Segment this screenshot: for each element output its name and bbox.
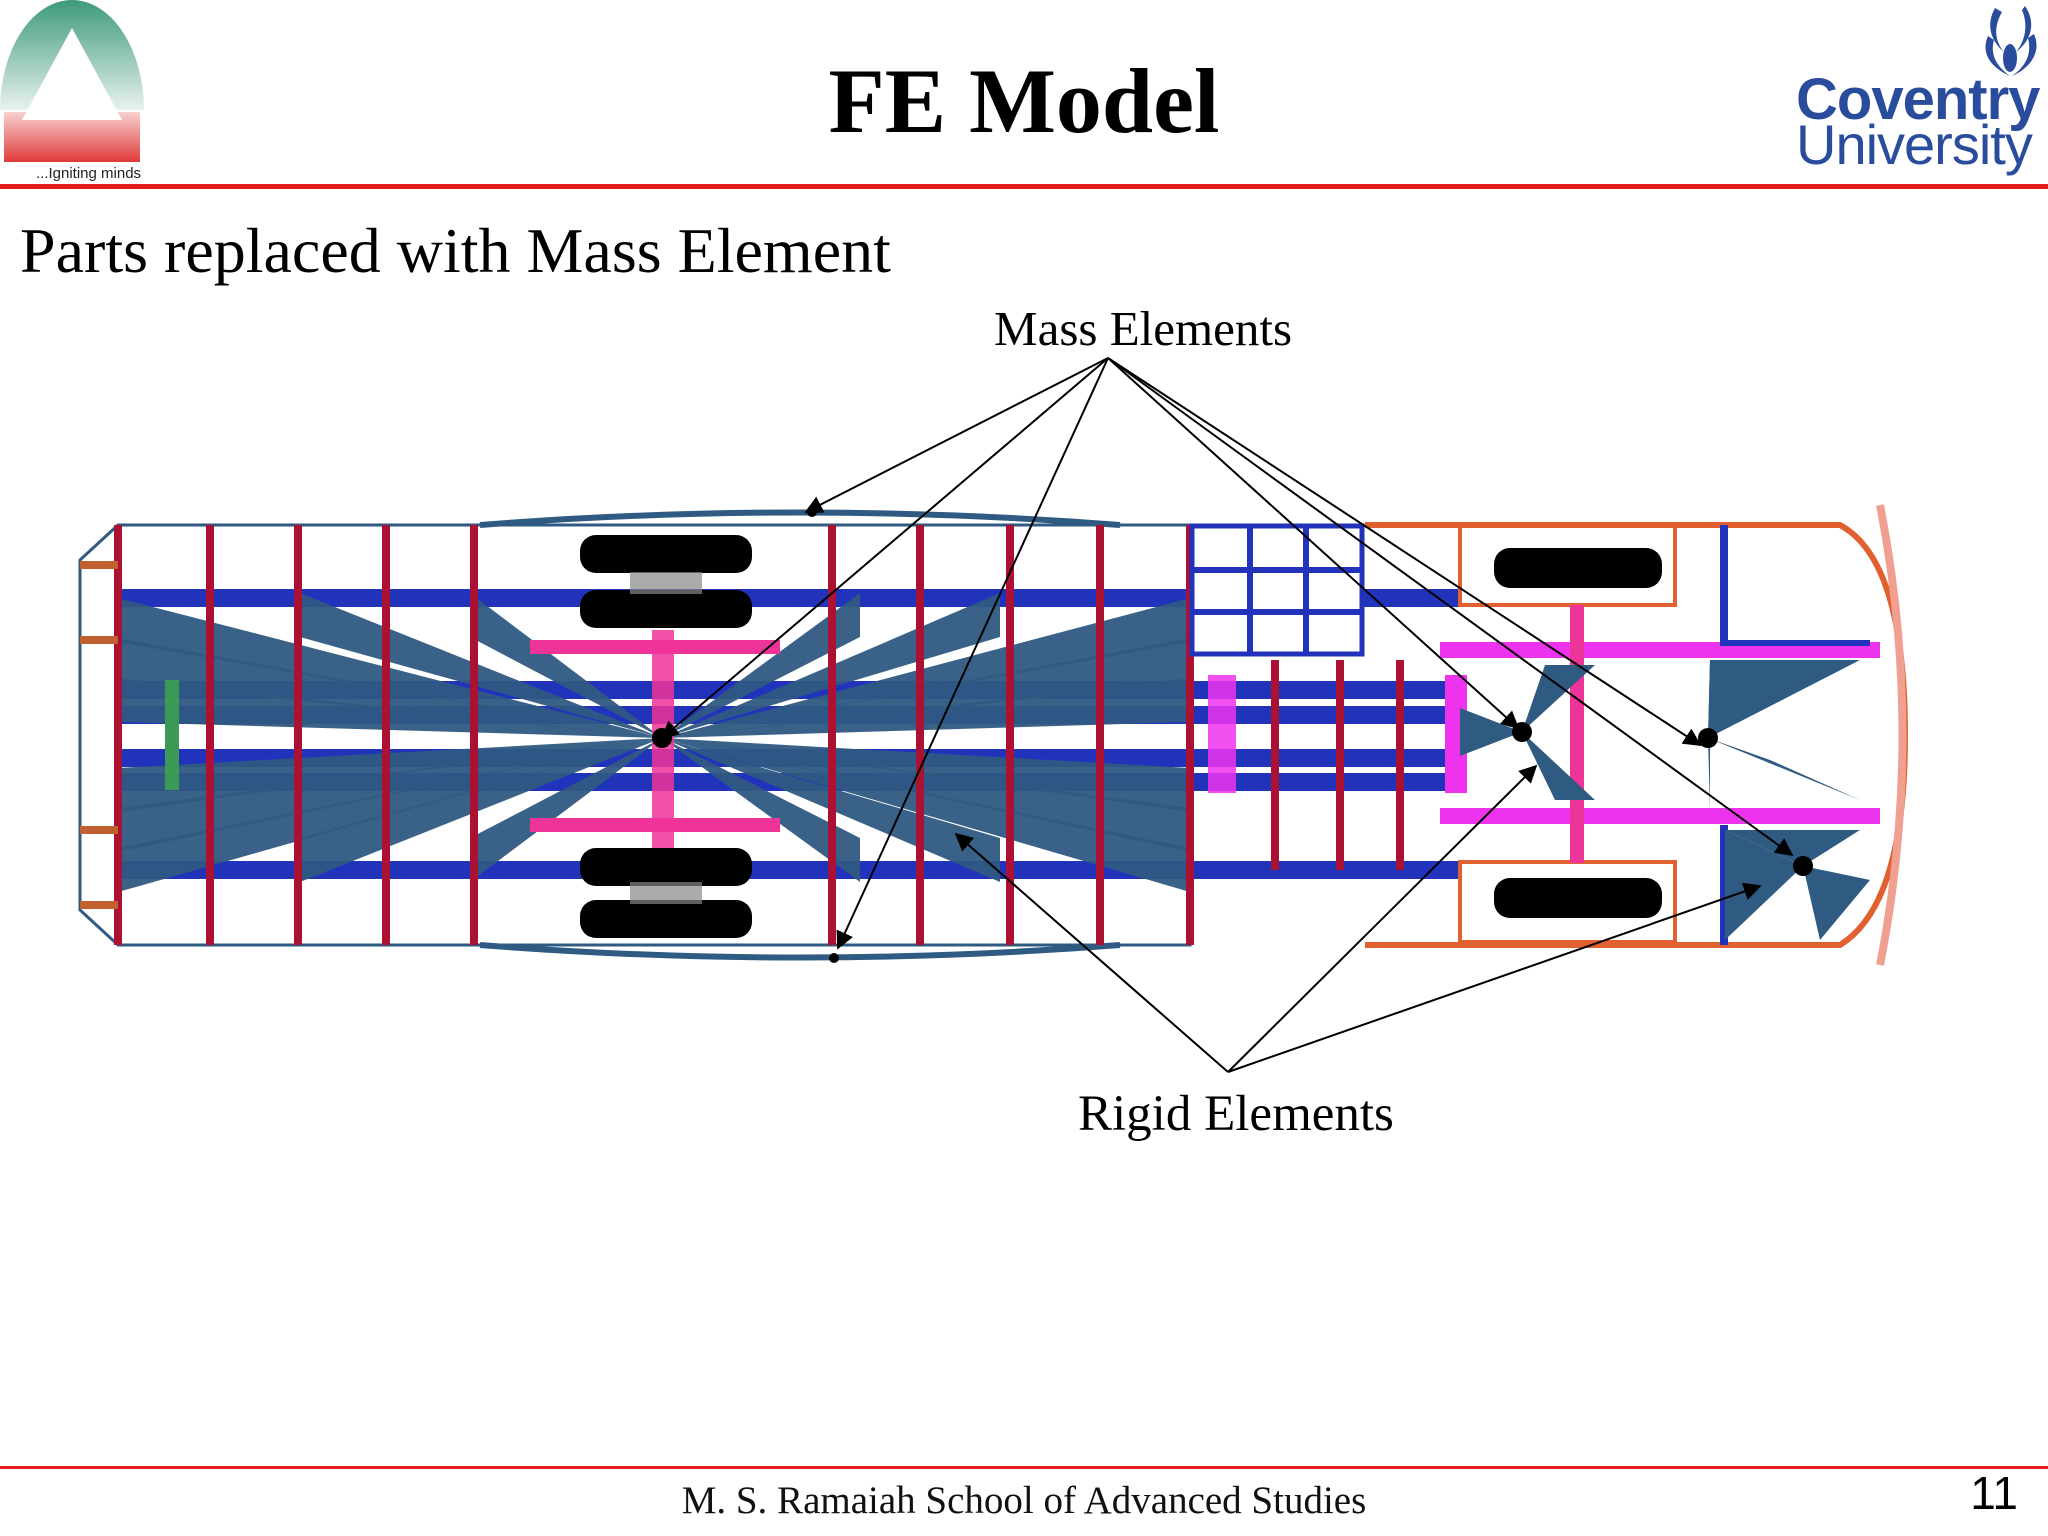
front-axle-link <box>1570 605 1584 863</box>
crossmember <box>470 525 478 945</box>
crossmember <box>1396 660 1404 870</box>
institute-tagline: ...Igniting minds <box>36 165 142 182</box>
wheel-hub <box>630 572 702 594</box>
rigid-element-spider <box>1708 660 1860 738</box>
magenta-bracket <box>1445 675 1467 793</box>
crossmember <box>828 525 836 945</box>
tyre <box>580 900 752 938</box>
front-tyre <box>1494 548 1662 588</box>
crossmember <box>206 525 214 945</box>
battery-frame-bar <box>1192 567 1362 573</box>
mass-callout-arrow <box>804 357 1109 513</box>
tyre <box>580 590 752 628</box>
page-number: 11 <box>1970 1467 2018 1519</box>
side-skirt-bottom <box>479 942 1121 961</box>
rigid-element-spider <box>470 738 662 882</box>
front-vertical <box>1720 825 1728 945</box>
crossmember <box>382 525 390 945</box>
battery-frame-bar <box>1192 609 1362 615</box>
front-vertical <box>1720 525 1728 640</box>
mass-callout-arrow <box>1107 357 1794 857</box>
rigid-element-spider <box>1460 708 1522 756</box>
side-skirt-top <box>479 509 1121 528</box>
header-rule <box>0 184 2048 189</box>
mass-element-node <box>1698 728 1718 748</box>
footer-rule <box>0 1466 2048 1469</box>
mass-element-node <box>829 953 839 963</box>
longitudinal-member <box>118 589 1458 607</box>
mass-callout-arrow <box>660 357 1109 740</box>
mass-callout-arrow <box>836 357 1109 950</box>
magenta-bracket <box>1208 675 1236 793</box>
rigid-element-spider <box>662 638 1190 738</box>
battery-frame <box>1189 523 1365 657</box>
rigid-callout-arrow <box>1227 882 1762 1073</box>
coventry-phoenix-logo <box>1985 6 2037 76</box>
wheel-housing <box>1458 523 1677 607</box>
rigid-callout-arrow <box>954 832 1229 1073</box>
end-stub <box>80 561 118 569</box>
rigid-element-spider <box>662 678 1190 738</box>
green-bracket <box>165 680 179 790</box>
wheel-hub <box>630 882 702 904</box>
end-stub <box>80 636 118 644</box>
mass-callout-arrow <box>1107 357 1702 746</box>
crossmember <box>294 525 302 945</box>
end-stub <box>80 901 118 909</box>
front-member <box>1440 808 1880 824</box>
tyre <box>580 535 752 573</box>
crossmember <box>114 525 122 945</box>
crossmember <box>1006 525 1014 945</box>
coventry-wordmark: Coventry <box>1796 67 2040 132</box>
rigid-element-spider <box>662 593 860 738</box>
battery-frame-bar <box>1303 526 1309 654</box>
crossmember <box>1336 660 1344 870</box>
crossmember <box>1096 525 1104 945</box>
front-tyre <box>1494 878 1662 918</box>
rigid-elements-label: Rigid Elements <box>1078 1086 1394 1142</box>
rigid-element-spider <box>662 738 860 882</box>
rigid-element-spider <box>1708 738 1860 800</box>
bus-chassis-model <box>78 504 1909 966</box>
rigid-element-spider <box>662 738 1190 892</box>
mass-callout-arrow <box>1107 357 1520 730</box>
rigid-element-spider <box>662 598 1190 738</box>
rigid-callout-arrow <box>1227 764 1538 1073</box>
slide-subtitle: Parts replaced with Mass Element <box>20 215 891 286</box>
institute-logo <box>0 0 144 162</box>
mass-element-node <box>1793 856 1813 876</box>
slide-title: FE Model <box>828 50 1220 152</box>
wheel-housing <box>1458 860 1677 944</box>
rigid-element-spider <box>1725 830 1803 940</box>
crossmember <box>1271 660 1279 870</box>
battery-frame-bar <box>1247 526 1253 654</box>
tyre <box>580 848 752 886</box>
rigid-element-spider <box>300 738 662 882</box>
footer-institution: M. S. Ramaiah School of Advanced Studies <box>681 1479 1367 1522</box>
rigid-element-spider <box>470 593 662 738</box>
front-horizontal <box>1720 640 1870 646</box>
rigid-element-spider <box>1522 665 1595 732</box>
end-stub <box>80 826 118 834</box>
rigid-element-spider <box>1803 866 1870 940</box>
university-wordmark: University <box>1796 113 2033 176</box>
rigid-element-spider <box>1522 732 1595 800</box>
crossmember <box>916 525 924 945</box>
crossmember <box>1186 525 1194 945</box>
callout-arrows <box>660 357 1794 1073</box>
front-bumper <box>1876 504 1907 966</box>
rigid-element-spider <box>300 593 662 738</box>
mass-elements-label: Mass Elements <box>994 301 1293 356</box>
